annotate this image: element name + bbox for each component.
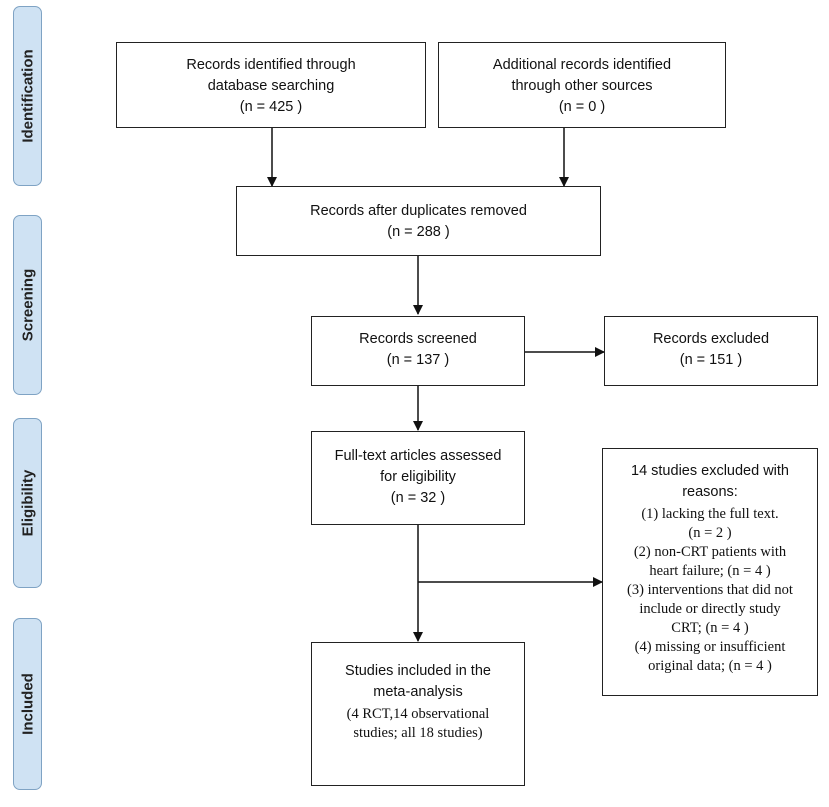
phase-identification: Identification bbox=[13, 6, 42, 186]
database-records-text: Records identified through database sear… bbox=[186, 57, 356, 94]
phase-eligibility: Eligibility bbox=[13, 418, 42, 588]
phase-screening: Screening bbox=[13, 215, 42, 395]
phase-included: Included bbox=[13, 618, 42, 790]
exclusion-reason: (4) missing or insufficient original dat… bbox=[634, 639, 786, 674]
other-sources-count: (n = 0 ) bbox=[558, 99, 606, 115]
box-records-excluded: Records excluded (n = 151 ) bbox=[604, 316, 818, 386]
exclusion-reason: (3) interventions that did not include o… bbox=[627, 582, 793, 636]
studies-included-text: Studies included in the meta-analysis bbox=[345, 663, 491, 700]
exclusion-reason: (2) non-CRT patients with heart failure;… bbox=[633, 544, 787, 579]
box-other-sources: Additional records identified through ot… bbox=[438, 42, 726, 128]
full-text-text: Full-text articles assessed for eligibil… bbox=[334, 448, 502, 485]
box-studies-included: Studies included in the meta-analysis (4… bbox=[311, 642, 525, 786]
records-screened-count: (n = 137 ) bbox=[386, 352, 450, 368]
box-records-screened: Records screened (n = 137 ) bbox=[311, 316, 525, 386]
studies-included-detail: (4 RCT,14 observational studies; all 18 … bbox=[346, 706, 490, 741]
records-excluded-count: (n = 151 ) bbox=[679, 352, 743, 368]
box-database-records: Records identified through database sear… bbox=[116, 42, 426, 128]
after-duplicates-count: (n = 288 ) bbox=[387, 224, 450, 240]
database-records-count: (n = 425 ) bbox=[239, 99, 303, 115]
box-full-text: Full-text articles assessed for eligibil… bbox=[311, 431, 525, 525]
after-duplicates-text: Records after duplicates removed bbox=[310, 203, 527, 219]
full-text-count: (n = 32 ) bbox=[390, 490, 446, 506]
box-studies-excluded: 14 studies excluded with reasons: (1) la… bbox=[602, 448, 818, 696]
exclusion-reason: (1) lacking the full text. (n = 2 ) bbox=[641, 506, 779, 541]
records-screened-text: Records screened bbox=[359, 331, 477, 347]
other-sources-text: Additional records identified through ot… bbox=[492, 57, 672, 94]
studies-excluded-title: 14 studies excluded with reasons: bbox=[631, 463, 789, 500]
records-excluded-text: Records excluded bbox=[652, 331, 770, 347]
box-after-duplicates: Records after duplicates removed (n = 28… bbox=[236, 186, 601, 256]
